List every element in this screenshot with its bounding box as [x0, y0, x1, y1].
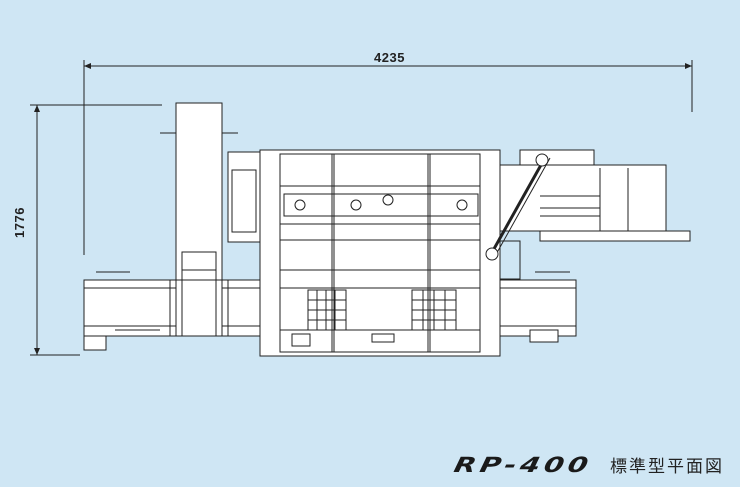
main-machine-body: [227, 149, 501, 357]
width-dimension-line: [83, 60, 693, 255]
vertical-column: [160, 102, 238, 337]
width-dimension-label: 4235: [374, 50, 405, 65]
height-dimension-line: [30, 104, 162, 356]
right-upper-conveyor: [485, 149, 691, 280]
model-name: RP-400: [452, 453, 595, 477]
height-dimension-label: 1776: [12, 207, 27, 238]
drawing-title: 標準型平面図: [610, 457, 724, 477]
drawing-caption: RP-400 標準型平面図: [452, 452, 724, 477]
